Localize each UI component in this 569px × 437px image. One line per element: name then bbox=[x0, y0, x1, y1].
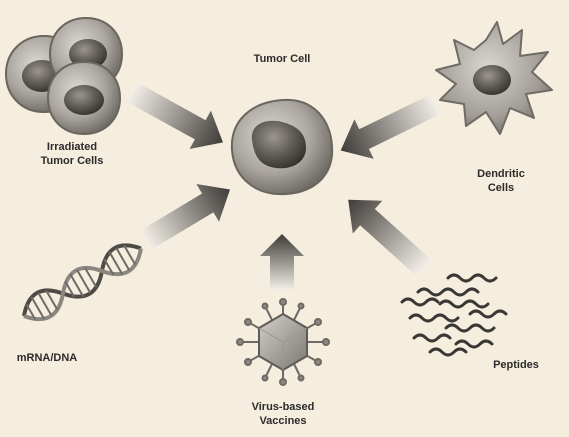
irradiated-tumor-cells-label: Irradiated Tumor Cells bbox=[40, 141, 104, 167]
dna-helix-icon bbox=[22, 243, 143, 322]
peptides-label: Peptides bbox=[493, 359, 539, 371]
mrna-dna-label: mRNA/DNA bbox=[16, 352, 78, 364]
arrow-from-virus bbox=[260, 234, 304, 290]
irradiated-tumor-cells-icon bbox=[4, 16, 124, 136]
arrow-from-dna bbox=[140, 184, 231, 250]
peptide-chains-icon bbox=[400, 273, 508, 357]
arrow-from-irradiated bbox=[126, 82, 223, 150]
arrow-from-peptides bbox=[348, 199, 432, 277]
dendritic-cell-icon bbox=[435, 21, 553, 135]
tumor-cell-label: Tumor Cell bbox=[253, 53, 311, 65]
virus-based-vaccines-label: Virus-based Vaccines bbox=[251, 401, 315, 427]
tumor-cell-icon bbox=[230, 98, 334, 196]
dendritic-cells-label: Dendritic Cells bbox=[477, 168, 525, 194]
arrow-from-dendritic bbox=[340, 94, 441, 159]
virus-particle-icon bbox=[236, 298, 330, 386]
